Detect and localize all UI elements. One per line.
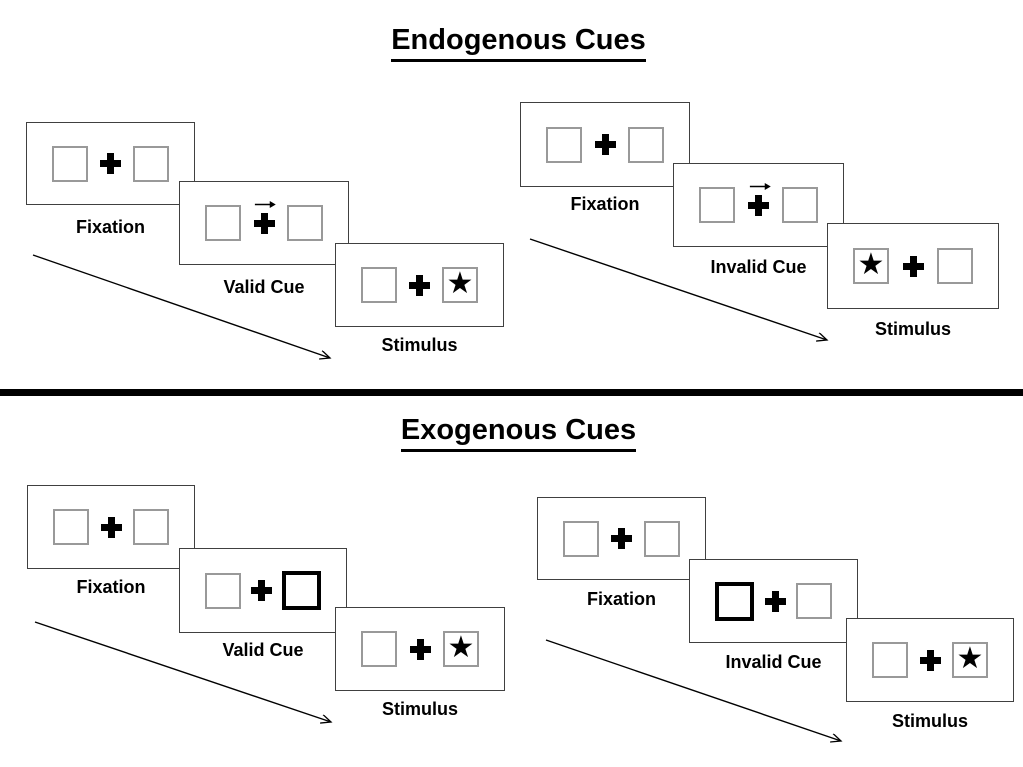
star-icon: ★	[857, 247, 885, 282]
right-placeholder-box	[796, 583, 832, 619]
fixation-cross-icon	[748, 182, 771, 216]
left-placeholder-box	[546, 126, 582, 163]
endogenous-valid-stimulus-panel: ★	[335, 243, 504, 327]
right-placeholder-box	[133, 145, 169, 182]
left-highlighted-cue-box	[715, 581, 754, 621]
endogenous-valid-cue-panel	[179, 181, 349, 265]
endogenous-title-text: Endogenous Cues	[391, 24, 646, 62]
right-placeholder-box	[287, 205, 323, 241]
right-arrow-icon	[749, 182, 771, 190]
right-target-box: ★	[952, 642, 988, 678]
cross-icon	[748, 194, 769, 216]
step-label-fixation: Fixation	[570, 194, 640, 214]
left-placeholder-box	[699, 187, 735, 223]
exogenous-section-title: Exogenous Cues	[0, 414, 1023, 452]
endogenous-section-title: Endogenous Cues	[0, 24, 1023, 62]
cross-icon	[251, 580, 272, 601]
cross-icon	[611, 528, 632, 549]
timeline-arrow-endogenous-invalid	[529, 238, 827, 340]
left-placeholder-box	[361, 267, 397, 303]
exogenous-invalid-fixation-panel	[537, 497, 706, 580]
star-icon: ★	[956, 641, 984, 676]
cross-icon	[253, 212, 275, 234]
step-label-fixation: Fixation	[586, 589, 656, 609]
fixation-cross-icon	[100, 153, 121, 174]
cross-icon	[100, 153, 121, 174]
timeline-arrow-exogenous-valid	[34, 621, 331, 722]
step-label-invalid-cue: Invalid Cue	[725, 652, 822, 672]
exogenous-valid-fixation-panel	[27, 485, 195, 569]
step-label-fixation: Fixation	[76, 577, 146, 597]
exogenous-invalid-cue-panel	[689, 559, 858, 643]
left-placeholder-box	[205, 572, 241, 609]
fixation-cross-icon	[100, 516, 122, 538]
left-placeholder-box	[52, 145, 88, 182]
right-placeholder-box	[644, 520, 680, 557]
star-icon: ★	[447, 630, 475, 665]
left-placeholder-box	[53, 509, 89, 545]
right-placeholder-box	[782, 187, 818, 223]
left-placeholder-box	[872, 642, 908, 678]
step-label-stimulus: Stimulus	[891, 711, 968, 731]
cross-icon	[902, 255, 924, 277]
left-placeholder-box	[205, 205, 241, 241]
exogenous-valid-cue-panel	[179, 548, 347, 633]
cross-icon	[100, 516, 122, 538]
section-divider	[0, 389, 1023, 396]
fixation-cross-icon	[764, 590, 786, 612]
cross-icon	[764, 590, 786, 612]
step-label-fixation: Fixation	[75, 217, 145, 237]
endogenous-invalid-fixation-panel	[520, 102, 690, 187]
exogenous-invalid-stimulus-panel: ★	[846, 618, 1014, 702]
left-placeholder-box	[563, 520, 599, 557]
step-label-invalid-cue: Invalid Cue	[710, 257, 807, 277]
cross-icon	[594, 134, 616, 155]
star-icon: ★	[446, 266, 474, 301]
exogenous-title-text: Exogenous Cues	[400, 414, 637, 452]
left-placeholder-box	[361, 631, 397, 667]
step-label-valid-cue: Valid Cue	[222, 640, 304, 660]
right-target-box: ★	[443, 631, 479, 667]
fixation-cross-icon	[594, 134, 616, 155]
step-label-stimulus: Stimulus	[874, 319, 951, 339]
fixation-cross-icon	[409, 274, 430, 296]
fixation-cross-icon	[611, 528, 632, 549]
right-placeholder-box	[937, 248, 973, 284]
step-label-stimulus: Stimulus	[381, 335, 458, 355]
fixation-cross-icon	[251, 580, 272, 601]
right-placeholder-box	[133, 509, 169, 545]
cross-icon	[409, 274, 430, 296]
cross-icon	[919, 649, 941, 671]
left-target-box: ★	[853, 248, 889, 284]
endogenous-valid-fixation-panel	[26, 122, 195, 205]
fixation-cross-icon	[253, 200, 276, 234]
exogenous-valid-stimulus-panel: ★	[335, 607, 505, 691]
fixation-cross-icon	[409, 638, 431, 660]
right-placeholder-box	[628, 126, 664, 163]
timeline-arrow-endogenous-valid	[32, 254, 330, 358]
fixation-cross-icon	[919, 649, 941, 671]
right-highlighted-cue-box	[282, 571, 321, 610]
cross-icon	[409, 638, 431, 660]
fixation-cross-icon	[902, 255, 924, 277]
step-label-stimulus: Stimulus	[381, 699, 458, 719]
step-label-valid-cue: Valid Cue	[223, 277, 305, 297]
right-target-box: ★	[442, 267, 478, 303]
endogenous-invalid-stimulus-panel: ★	[827, 223, 999, 309]
right-arrow-icon	[254, 200, 276, 208]
endogenous-invalid-cue-panel	[673, 163, 844, 247]
